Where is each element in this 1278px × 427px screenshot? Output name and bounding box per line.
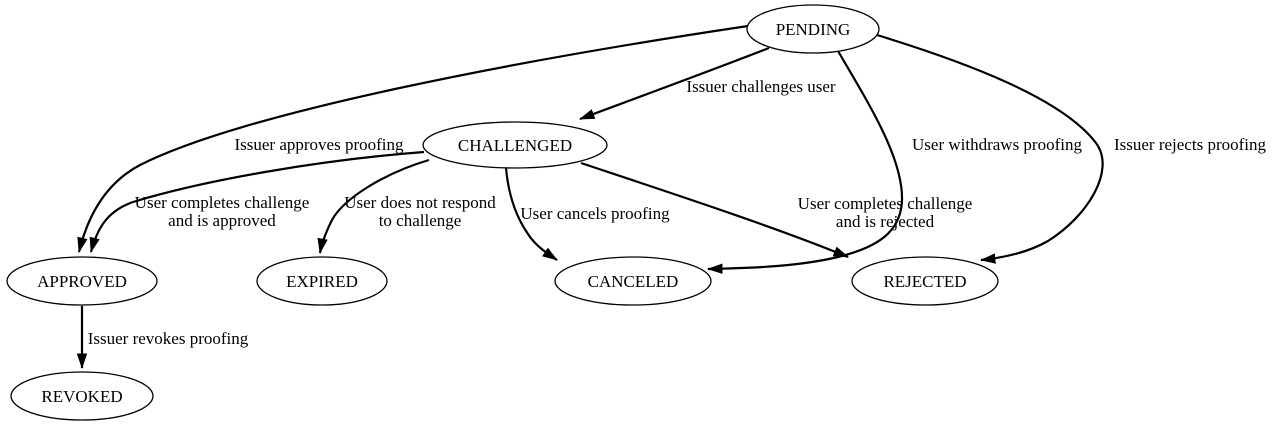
node-pending-label: PENDING <box>776 20 851 39</box>
edge-label-user-does-not-respond-line1: User does not respond <box>344 193 496 212</box>
edge-pending-challenged: Issuer challenges user <box>579 46 836 121</box>
node-rejected-ellipse <box>851 256 999 306</box>
edge-label-user-completes-challenge-approved-line1: User completes challenge <box>135 193 310 212</box>
node-rejected: REJECTED <box>851 256 999 306</box>
edge-approved-revoked: Issuer revokes proofing <box>76 306 249 369</box>
node-challenged-label: CHALLENGED <box>458 136 572 155</box>
edge-path-pending-approved <box>77 24 749 253</box>
node-pending: PENDING <box>746 4 880 54</box>
edge-path-challenged-canceled <box>504 167 558 261</box>
edge-path-pending-canceled <box>707 50 904 274</box>
edge-challenged-canceled: User cancels proofing <box>504 167 670 261</box>
edge-path-pending-rejected <box>876 33 1104 264</box>
node-canceled: CANCELED <box>554 256 712 306</box>
edge-path-challenged-rejected <box>580 161 849 259</box>
edge-challenged-rejected: User completes challenge and is rejected <box>580 161 973 259</box>
edge-label-user-completes-challenge-rejected-line1: User completes challenge <box>798 194 973 213</box>
node-revoked: REVOKED <box>10 371 154 421</box>
edge-label-issuer-revokes-proofing: Issuer revokes proofing <box>88 329 249 348</box>
edge-path-pending-challenged <box>579 46 770 121</box>
edge-pending-rejected: Issuer rejects proofing <box>876 33 1267 264</box>
node-approved-ellipse <box>6 256 158 306</box>
edge-challenged-approved: User completes challenge and is approved <box>89 150 425 253</box>
node-pending-ellipse <box>746 4 880 54</box>
edge-label-user-completes-challenge-approved-line2: and is approved <box>168 211 276 230</box>
edge-pending-approved: Issuer approves proofing <box>77 24 749 253</box>
node-canceled-ellipse <box>554 256 712 306</box>
edge-label-user-does-not-respond-line2: to challenge <box>379 211 462 230</box>
edge-label-user-cancels-proofing: User cancels proofing <box>520 204 670 223</box>
edge-label-user-completes-challenge-rejected-line2: and is rejected <box>836 212 935 231</box>
edge-label-user-withdraws-proofing: User withdraws proofing <box>912 135 1082 154</box>
node-approved: APPROVED <box>6 256 158 306</box>
node-revoked-label: REVOKED <box>41 387 122 406</box>
node-approved-label: APPROVED <box>37 272 127 291</box>
edge-challenged-expired: User does not respond to challenge <box>317 158 496 254</box>
node-canceled-label: CANCELED <box>588 272 679 291</box>
node-expired-label: EXPIRED <box>286 272 358 291</box>
edge-pending-canceled: User withdraws proofing <box>707 50 1082 274</box>
node-rejected-label: REJECTED <box>883 272 966 291</box>
edge-label-issuer-approves-proofing: Issuer approves proofing <box>234 135 404 154</box>
node-challenged-ellipse <box>422 121 608 169</box>
node-expired-ellipse <box>256 256 388 306</box>
node-expired: EXPIRED <box>256 256 388 306</box>
edge-path-challenged-expired <box>317 158 430 254</box>
edge-label-issuer-rejects-proofing: Issuer rejects proofing <box>1114 135 1267 154</box>
node-challenged: CHALLENGED <box>422 121 608 169</box>
edge-label-issuer-challenges-user: Issuer challenges user <box>686 77 836 96</box>
edge-path-challenged-approved <box>89 150 425 253</box>
node-revoked-ellipse <box>10 371 154 421</box>
